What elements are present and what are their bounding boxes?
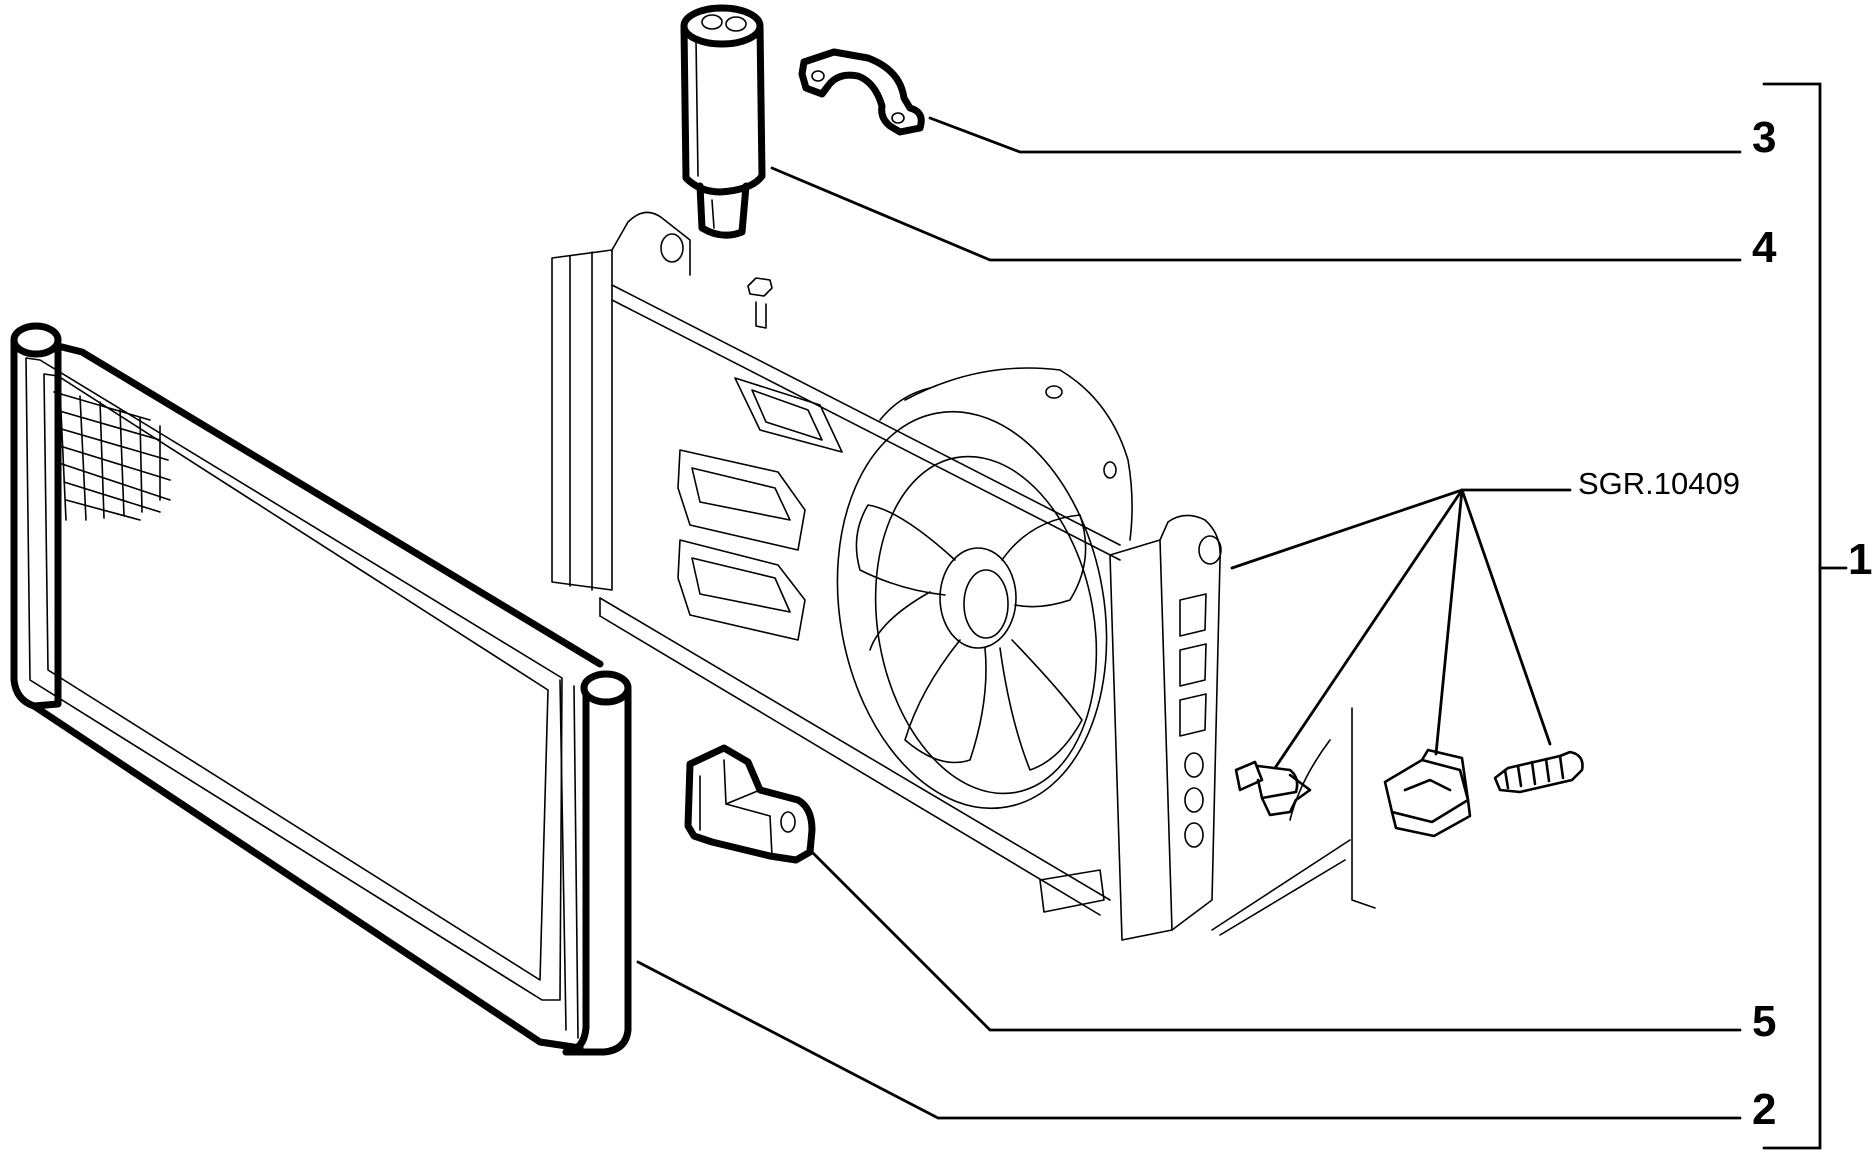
fastener-clips	[1234, 748, 1584, 838]
callout-1: 1	[1848, 535, 1872, 584]
bracket-part-5	[684, 744, 816, 864]
reference-code-label: SGR.10409	[1578, 466, 1740, 501]
leader-lines	[636, 82, 1848, 1150]
clamp-part-3	[798, 48, 925, 136]
radiator	[10, 322, 632, 1056]
fan-shroud-assembly	[551, 211, 1376, 941]
callout-5: 5	[1752, 997, 1776, 1046]
dryer-canister-part-4	[680, 4, 766, 239]
callout-4: 4	[1752, 223, 1777, 272]
callout-2: 2	[1752, 1085, 1776, 1134]
callout-3: 3	[1752, 113, 1776, 162]
